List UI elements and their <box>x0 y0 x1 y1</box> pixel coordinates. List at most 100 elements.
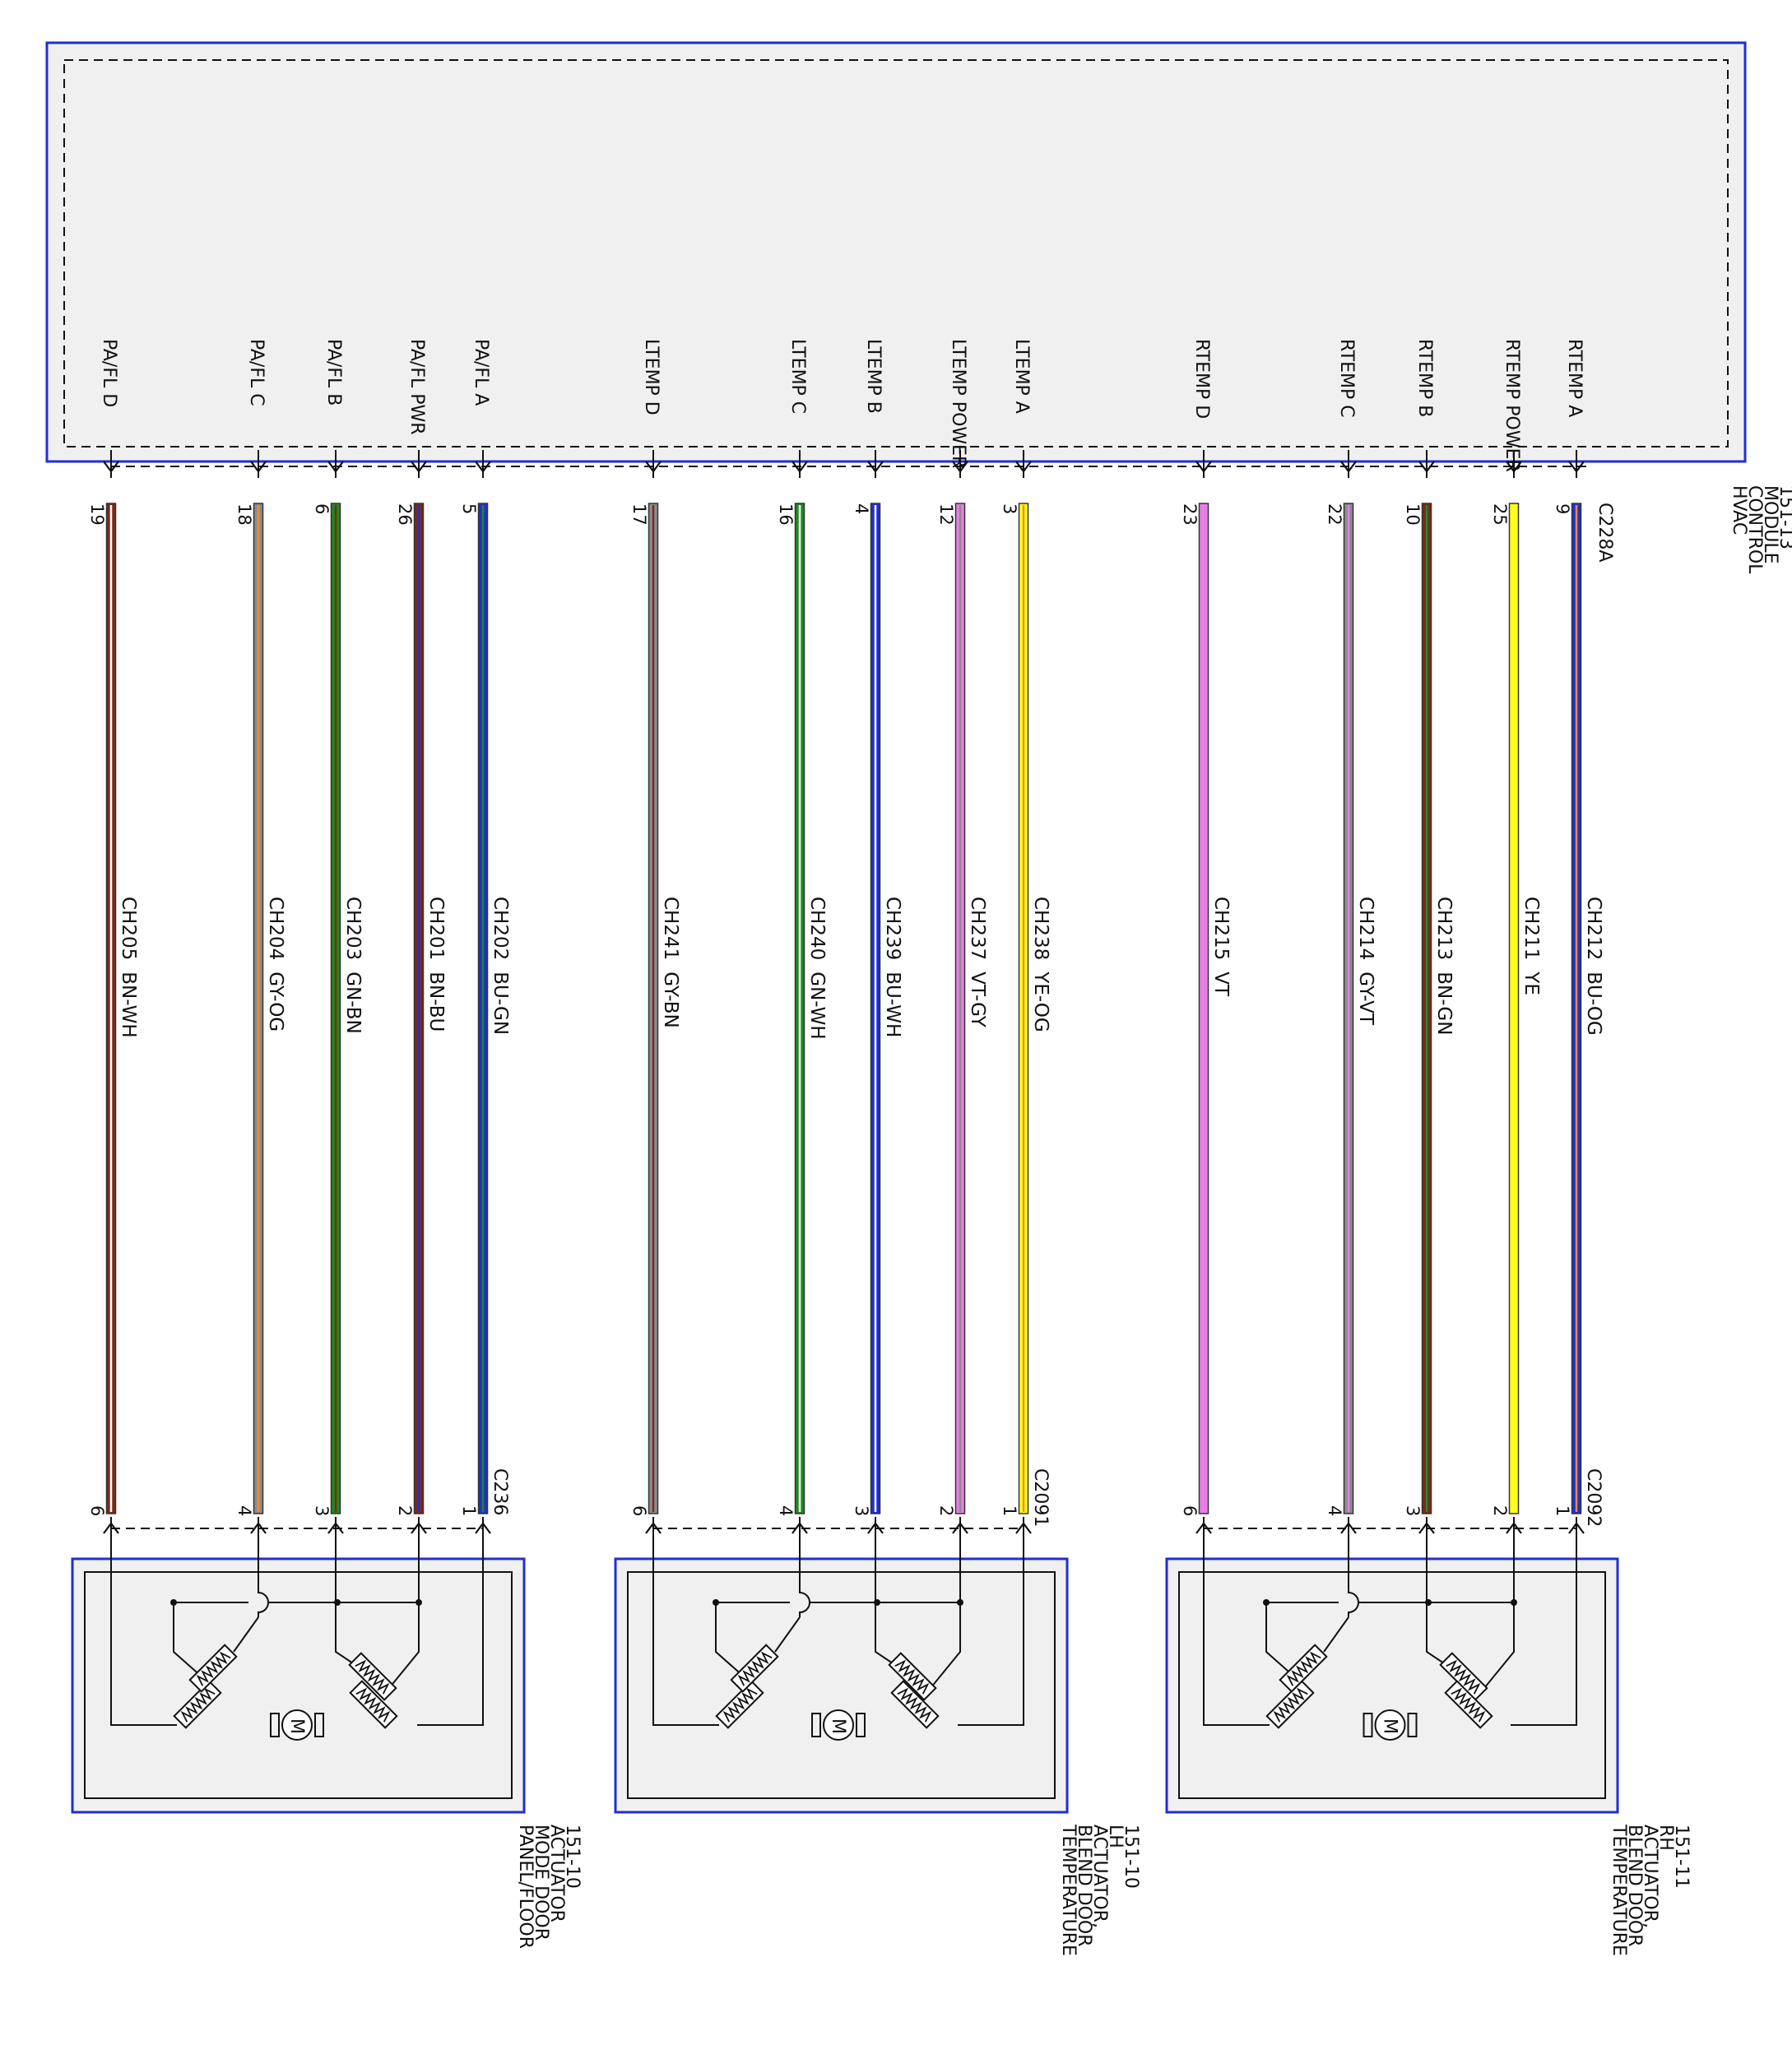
coil-body <box>348 1652 397 1701</box>
motor-end-cap <box>1407 1713 1418 1737</box>
module-pin-number: 17 <box>629 503 649 526</box>
signal-label: LTEMP B <box>863 339 884 414</box>
connector-chevron-icon <box>1340 1522 1357 1534</box>
module-pin-number: 4 <box>852 503 871 514</box>
circuit-number: CH203 <box>342 897 364 960</box>
hvac-module-name-line: MODULE <box>1760 485 1780 564</box>
motor-end-cap <box>270 1713 280 1737</box>
coil-zigzag <box>1273 1687 1308 1723</box>
junction-dot <box>1511 1599 1517 1606</box>
connector-chevron-icon <box>645 1522 662 1534</box>
connector-chevron-icon <box>867 461 884 473</box>
signal-label: PA/FL C <box>246 339 267 406</box>
coil-zigzag <box>1451 1687 1486 1723</box>
signal-label: LTEMP POWER <box>948 339 968 468</box>
module-pin-number: 26 <box>395 503 415 526</box>
circuit-number: CH205 <box>118 897 139 960</box>
coil-winding-icon <box>1265 1680 1315 1729</box>
motor-end-cap <box>314 1713 324 1737</box>
module-pin-number: 10 <box>1403 503 1423 526</box>
actuator-inner-outline <box>84 1571 513 1799</box>
circuit-number: CH240 <box>806 897 828 960</box>
schematic-trace <box>233 1616 259 1653</box>
wire-color-code: BU-OG <box>1583 972 1604 1035</box>
circuit-label: CH202BU-GN <box>490 897 511 1035</box>
signal-label: RTEMP POWER <box>1502 339 1522 472</box>
module-pin-number: 25 <box>1490 503 1510 526</box>
actuator-name-line: 151-10 <box>562 1825 583 1889</box>
junction-dot <box>334 1599 341 1606</box>
wire-color-code: BU-WH <box>882 972 903 1037</box>
wire-color-code: YE-OG <box>1030 971 1052 1032</box>
signal-label: PA/FL B <box>323 339 344 406</box>
circuit-label: CH212BU-OG <box>1583 897 1604 1036</box>
coil-zigzag <box>894 1659 930 1695</box>
circuit-number: CH241 <box>660 897 681 960</box>
actuator-name-line: 151-11 <box>1671 1825 1692 1889</box>
module-pin-number: 12 <box>936 503 956 526</box>
connector-chevron-icon <box>1506 1522 1522 1534</box>
coil-zigzag <box>722 1687 758 1723</box>
hvac-module-name: HVAC CONTROL MODULE 151-13 <box>1729 485 1792 579</box>
hvac-control-module: HVAC CONTROL MODULE 151-13 C228A <box>45 41 1792 579</box>
connector-chevron-icon <box>952 461 968 473</box>
circuit-number: CH214 <box>1355 897 1376 960</box>
wire-color-code: VT <box>1210 972 1232 997</box>
module-pin-number: 5 <box>459 503 479 514</box>
module-pin-number: 3 <box>1000 503 1019 514</box>
hvac-module-name-line: 151-13 <box>1776 485 1792 550</box>
circuit-label: CH238YE-OG <box>1030 897 1052 1032</box>
coil-zigzag <box>180 1687 216 1723</box>
actuator-pin-number: 1 <box>1553 1505 1572 1516</box>
coil-winding-icon <box>1279 1644 1328 1693</box>
connector-chevron-icon <box>411 461 427 473</box>
connector-chevron-icon <box>1568 1522 1585 1534</box>
schematic-trace <box>417 1540 484 1726</box>
junction-dot <box>170 1599 177 1606</box>
actuator-pin-number: 2 <box>1490 1505 1510 1516</box>
circuit-label: CH201BN-BU <box>425 897 447 1032</box>
coil-winding-icon <box>715 1680 764 1729</box>
wire-color-code: GY-VT <box>1355 972 1376 1026</box>
coil-body <box>715 1680 764 1729</box>
connector-chevron-icon <box>1015 1522 1032 1534</box>
motor-icon <box>1374 1709 1406 1741</box>
signal-label: PA/FL D <box>99 339 119 407</box>
motor-end-cap <box>856 1713 866 1737</box>
circuit-number: CH201 <box>425 897 447 960</box>
connector-chevron-icon <box>1568 461 1585 473</box>
coil-winding-icon <box>349 1680 398 1729</box>
hvac-module-name-line: CONTROL <box>1744 485 1765 574</box>
connector-chevron-icon <box>792 1522 808 1534</box>
connector-chevron-icon <box>1506 461 1522 473</box>
circuit-number: CH212 <box>1583 897 1604 960</box>
connector-chevron-icon <box>475 1522 491 1534</box>
circuit-number: CH211 <box>1520 897 1542 960</box>
wire-color-code: BN-BU <box>425 972 447 1032</box>
wire-color-code: BN-WH <box>118 972 139 1037</box>
actuator-name-line: TEMPERATURE <box>1609 1824 1629 1956</box>
circuit-number: CH239 <box>882 897 903 960</box>
connector-chevron-icon <box>250 461 267 473</box>
module-pin-number: 23 <box>1180 503 1200 526</box>
actuator-name-line: ACTUATOR, <box>1089 1825 1110 1928</box>
actuator-name-line: TEMPERATURE <box>1058 1824 1079 1956</box>
circuit-label: CH213BN-GN <box>1433 897 1455 1035</box>
actuator-pin-number: 2 <box>395 1505 415 1516</box>
signal-label: RTEMP C <box>1336 339 1357 418</box>
module-pin-number: 9 <box>1553 503 1572 514</box>
actuator-pin-number: 1 <box>459 1505 479 1516</box>
connector-chevron-icon <box>411 1522 427 1534</box>
wire-color-code: VT-GY <box>967 972 988 1027</box>
module-pin-number: 22 <box>1325 503 1344 526</box>
actuator-connector-id: C2092 <box>1583 1468 1604 1527</box>
